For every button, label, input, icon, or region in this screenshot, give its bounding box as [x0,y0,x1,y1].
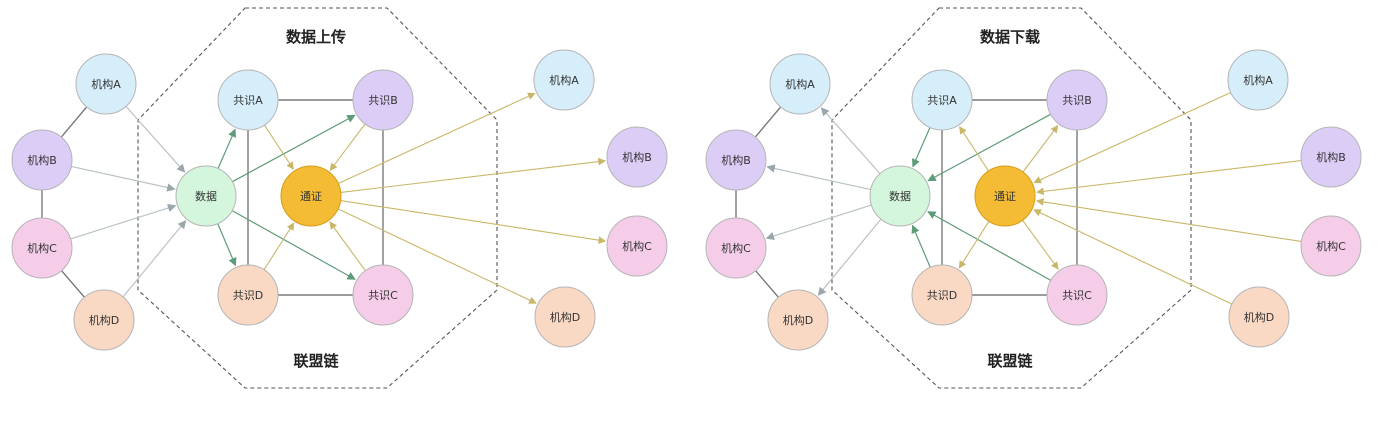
node-ext-c [606,215,668,277]
node-label-cons-b: 共识B [1062,94,1092,107]
node-label-cons-d: 共识D [927,289,957,302]
flow-arrow-token [329,123,366,172]
node-label-ext-d: 机构D [1244,310,1274,324]
node-verify [280,165,342,227]
flow-arrow-token [338,92,536,184]
flow-arrow-token [1022,124,1059,173]
panel-title: 数据上传 [286,28,346,46]
node-label-cons-c: 共识C [1062,289,1092,302]
flow-arrow-data [927,113,1051,182]
flow-arrow-org [820,107,881,175]
flow-arrow-token [263,124,294,170]
node-ext-b [1300,126,1362,188]
node-ext-c [1300,215,1362,277]
flow-arrow-data [911,224,931,268]
flow-arrow-data [217,223,237,267]
node-label-cons-d: 共识D [233,289,263,302]
node-label-cons-c: 共识C [368,289,398,302]
node-label-org-c: 机构C [27,241,57,255]
node-cons-a [217,69,279,131]
node-cons-b [352,69,414,131]
node-cons-a [911,69,973,131]
flow-arrow-data [232,114,356,183]
node-ext-d [1228,286,1290,348]
node-label-org-b: 机构B [721,153,751,167]
node-cons-d [911,264,973,326]
node-org-b [11,129,73,191]
flow-arrow-org [70,203,177,240]
node-label-ext-c: 机构C [1316,239,1346,253]
flow-arrow-org [71,165,176,192]
consortium-chain-boundary [831,7,1192,389]
flow-arrow-token [263,222,295,270]
node-label-cons-b: 共识B [368,94,398,107]
flow-arrow-data [912,127,931,168]
node-label-verify: 通证 [994,190,1016,203]
node-label-verify: 通证 [300,190,322,203]
node-cons-c [352,264,414,326]
node-label-org-d: 机构D [783,313,813,327]
node-org-a [769,53,831,115]
node-label-org-c: 机构C [721,241,751,255]
node-label-org-d: 机构D [89,313,119,327]
node-label-ext-b: 机构B [1316,150,1346,164]
node-label-org-a: 机构A [785,77,815,91]
flow-arrow-token [958,221,990,269]
node-org-b [705,129,767,191]
node-org-a [75,53,137,115]
node-data [869,165,931,227]
node-label-data: 数据 [889,189,911,203]
flow-arrow-data [927,211,1052,281]
upload-panel: 机构A 机构B 机构C 机构D 数据 通证 共识A 共识B 共识C 共识D 机构A 机构B 机构C 机构D… [11,7,668,389]
flow-arrow-token [1035,198,1302,242]
flow-arrow-token [1036,160,1302,196]
node-ext-a [1227,49,1289,111]
chain-label: 联盟链 [293,352,339,370]
node-org-d [73,289,135,351]
node-ext-b [606,126,668,188]
flow-arrow-token [959,126,990,172]
node-ext-d [534,286,596,348]
download-panel: 机构A 机构B 机构C 机构D 数据 通证 共识A 共识B 共识C 共识D 机构A 机构B 机构C 机构D… [705,7,1362,389]
panel-title: 数据下载 [980,28,1040,46]
node-cons-d [217,264,279,326]
node-label-cons-a: 共识A [927,94,957,107]
flow-arrow-org [766,164,871,191]
flow-arrow-token [329,221,366,272]
flow-arrow-token [340,157,606,193]
node-label-ext-a: 机构A [549,73,579,87]
node-cons-c [1046,264,1108,326]
flow-arrow-token [1033,92,1231,184]
node-cons-b [1046,69,1108,131]
node-org-c [11,217,73,279]
node-label-ext-c: 机构C [622,239,652,253]
flow-arrow-org [817,218,882,296]
node-label-ext-b: 机构B [622,150,652,164]
chain-label: 联盟链 [987,352,1033,370]
node-data [175,165,237,227]
flow-arrow-token [1033,209,1233,305]
flow-arrow-data [231,210,356,280]
node-label-org-a: 机构A [91,77,121,91]
flow-arrow-org [765,204,872,241]
flow-arrow-org [122,220,187,298]
flow-arrow-token [1022,219,1059,270]
node-org-d [767,289,829,351]
node-org-c [705,217,767,279]
flow-arrow-data [217,128,236,169]
consortium-chain-boundary [137,7,498,389]
node-label-ext-d: 机构D [550,310,580,324]
node-verify [974,165,1036,227]
flow-arrow-token [340,200,607,244]
node-label-ext-a: 机构A [1243,73,1273,87]
flow-arrow-token [337,208,537,304]
node-ext-a [533,49,595,111]
node-label-cons-a: 共识A [233,94,263,107]
node-label-data: 数据 [195,189,217,203]
node-label-org-b: 机构B [27,153,57,167]
flow-arrow-org [125,105,186,173]
